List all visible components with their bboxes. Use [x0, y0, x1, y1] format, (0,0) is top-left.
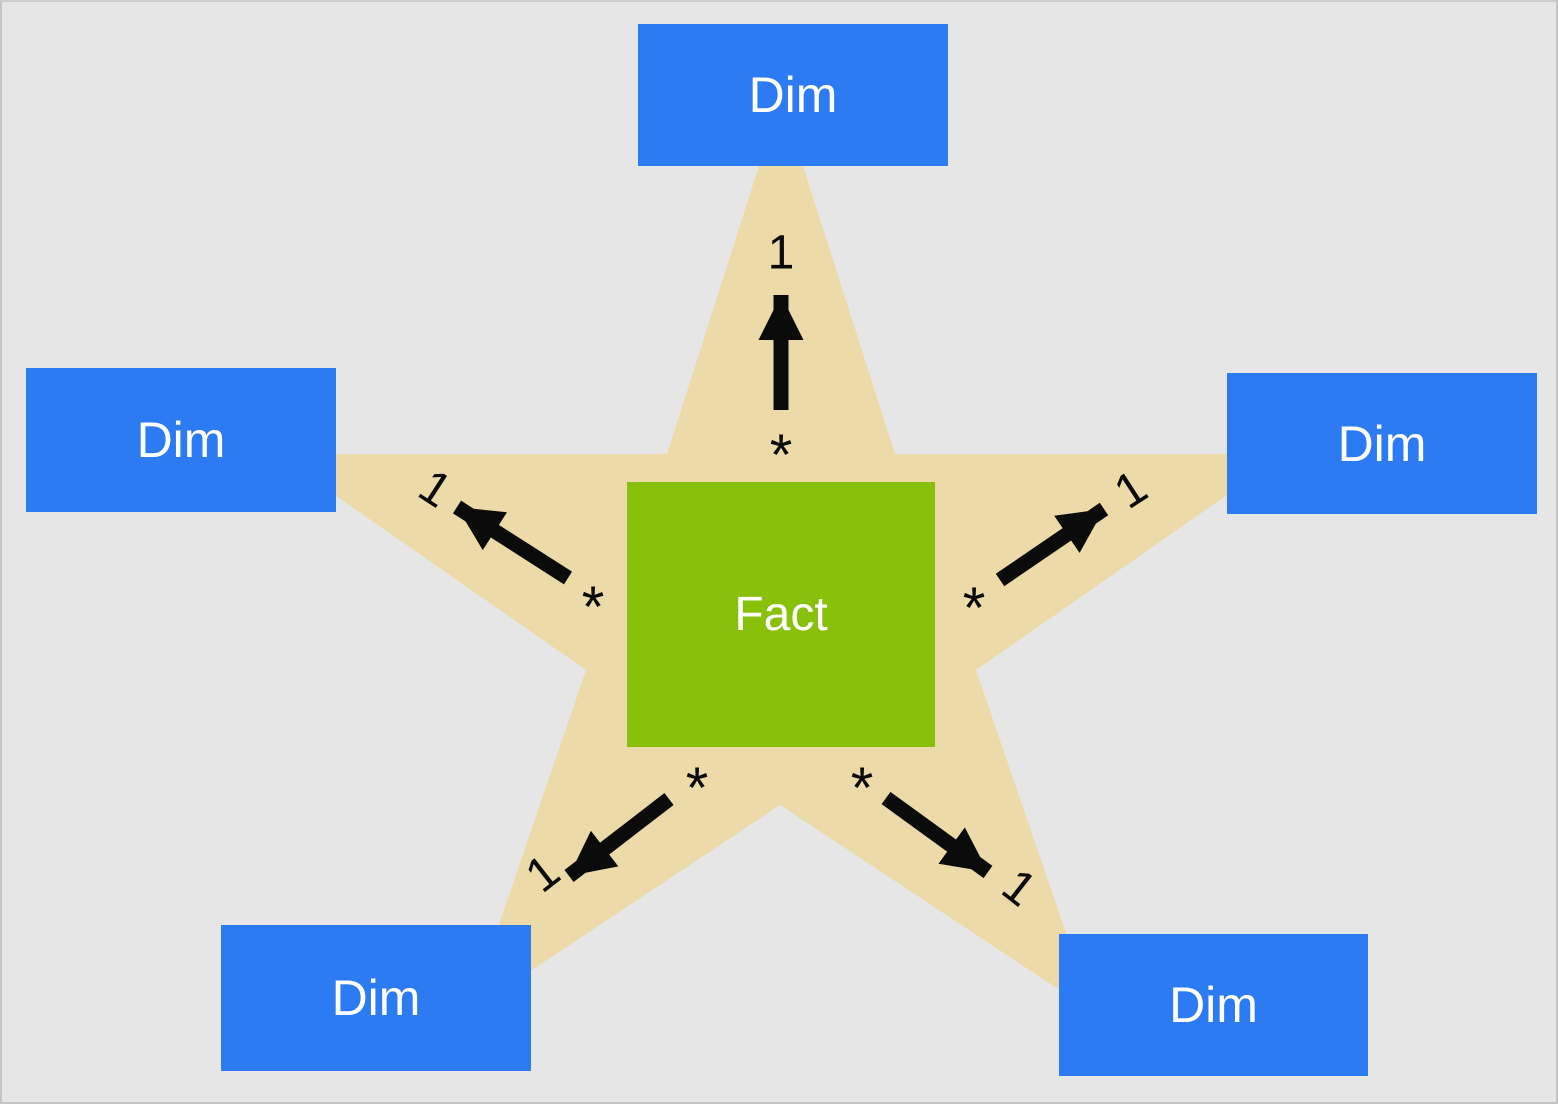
cardinality-many-bottom-left: * [685, 755, 709, 821]
fact-table: Fact [627, 482, 935, 747]
cardinality-one-top: 1 [767, 226, 795, 280]
dim-table-bottom-left: Dim [221, 925, 531, 1071]
cardinality-many-bottom-right: * [850, 755, 874, 821]
cardinality-many-right: * [962, 575, 986, 641]
arrow-to-bottom-left-dim [564, 793, 674, 882]
dim-table-left: Dim [26, 368, 336, 512]
fact-table-label: Fact [734, 588, 828, 641]
arrow-to-left-dim [452, 500, 573, 585]
cardinality-many-left: * [581, 574, 605, 640]
arrow-to-right-dim [995, 502, 1109, 587]
dim-table-right-label: Dim [1337, 415, 1427, 472]
arrow-to-bottom-right-dim [881, 791, 993, 879]
dim-table-bottom-right-label: Dim [1169, 977, 1258, 1033]
dim-table-right: Dim [1227, 373, 1537, 514]
relationship-arrows [452, 295, 1109, 882]
cardinality-many-top: * [769, 422, 793, 488]
dim-table-bottom-right: Dim [1059, 934, 1368, 1076]
dim-table-top-label: Dim [748, 67, 838, 123]
dim-table-top: Dim [638, 24, 948, 166]
dim-table-left-label: Dim [136, 412, 226, 468]
dim-table-bottom-left-label: Dim [331, 970, 421, 1026]
